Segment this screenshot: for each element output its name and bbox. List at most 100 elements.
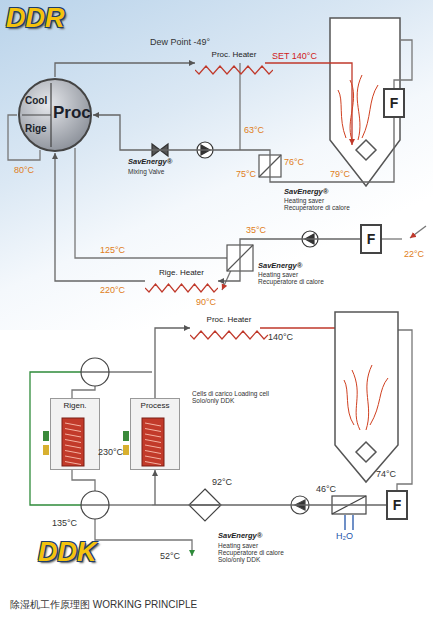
resistor-zigzag xyxy=(190,331,268,339)
drawing-stroke xyxy=(338,90,346,138)
annotation-label: 135°C xyxy=(52,519,77,529)
drawing-stroke xyxy=(335,312,398,482)
tower-box: Rigen. xyxy=(50,398,100,470)
drawing-stroke xyxy=(81,504,109,505)
drawing-stroke xyxy=(72,470,95,491)
air-duct xyxy=(155,328,190,398)
drawing-stroke xyxy=(95,519,192,556)
annotation-label: SavEnergy® xyxy=(258,262,302,270)
hot-air-waves-bottom xyxy=(344,365,388,430)
node-text: Proc. Heater xyxy=(190,315,268,324)
drawing-stroke xyxy=(382,238,402,239)
temperature-label: 79°C xyxy=(330,170,350,180)
heater-box: Proc. Heater xyxy=(190,315,268,341)
annotation-label: Heating saver Recuperatore di calore Sol… xyxy=(218,542,298,563)
node-text: Rige xyxy=(25,123,47,134)
annotation-label: Heating saver Recuperatore di calore xyxy=(258,271,338,285)
annotation-label: Mixing Valve xyxy=(128,168,164,175)
annotation-label: 46°C xyxy=(316,485,336,495)
drawing-stroke xyxy=(81,358,109,386)
node-text: Proc. Heater xyxy=(195,50,273,59)
drawing-stroke xyxy=(344,380,354,425)
node-text: Cool xyxy=(25,95,47,106)
drawing-stroke xyxy=(81,491,109,519)
drawing-stroke xyxy=(109,371,152,372)
annotation-label: 52°C xyxy=(160,552,180,562)
temperature-label: 76°C xyxy=(284,158,304,168)
resistor-symbol xyxy=(195,64,273,76)
annotation-label: SET 140°C xyxy=(272,52,317,62)
hot-air-waves xyxy=(338,75,378,140)
drawing-stroke xyxy=(362,85,378,138)
tower-box: Process xyxy=(130,398,180,470)
annotation-label: H₂O xyxy=(336,532,353,542)
annotation-label: SavEnergy® xyxy=(284,188,328,196)
model-title: DDK xyxy=(38,538,97,568)
resistor-zigzag xyxy=(195,66,273,74)
heater-box: Rige. Heater xyxy=(145,268,218,294)
heat-exchangers-top xyxy=(227,155,281,271)
drawing-stroke xyxy=(350,80,354,140)
annotation-label: Dew Point -49° xyxy=(150,38,210,48)
heater-box: Proc. Heater xyxy=(195,50,273,76)
loading-cell xyxy=(41,429,51,459)
valves-pump-bottom xyxy=(81,358,366,521)
drawing-stroke xyxy=(394,40,412,88)
node-text: F xyxy=(390,95,399,111)
drawing-stroke xyxy=(75,148,240,258)
drawing-stroke xyxy=(397,330,412,490)
model-title: DDR xyxy=(6,4,65,34)
drawing-stroke xyxy=(109,504,152,505)
filter-box: F xyxy=(383,88,405,118)
node-text: Rige. Heater xyxy=(145,268,218,277)
air-duct xyxy=(152,470,386,505)
drawing-stroke xyxy=(357,75,362,140)
annotation-label: Cells di carico Loading cell Solo/only D… xyxy=(192,390,272,404)
drawing-stroke xyxy=(352,370,360,430)
resistor-symbol xyxy=(190,329,268,341)
air-duct xyxy=(93,115,394,182)
annotation-label: 230°C xyxy=(98,448,123,458)
drawing-stroke xyxy=(410,226,426,238)
process-air-lines-top xyxy=(8,40,426,290)
annotation-label: SavEnergy® xyxy=(218,532,262,540)
node-text: F xyxy=(393,497,402,513)
heating-element xyxy=(61,417,85,467)
filter-box: F xyxy=(360,224,382,254)
heating-element xyxy=(141,417,165,467)
resistor-zigzag xyxy=(145,284,218,292)
resistor-symbol xyxy=(145,282,218,294)
drawing-stroke xyxy=(366,365,372,430)
temperature-label: 75°C xyxy=(236,170,256,180)
drawing-stroke xyxy=(345,515,353,530)
node-text: F xyxy=(367,231,376,247)
temperature-label: 220°C xyxy=(100,286,125,296)
drawing-stroke xyxy=(356,442,376,462)
air-duct xyxy=(55,63,195,77)
annotation-label: 74°C xyxy=(376,470,396,480)
drawing-stroke xyxy=(239,63,240,150)
drawing-stroke xyxy=(81,371,109,372)
filter-box: F xyxy=(386,490,408,520)
temperature-label: 80°C xyxy=(14,166,34,176)
node-text: Process xyxy=(131,399,179,410)
temperature-label: 63°C xyxy=(244,126,264,136)
temperature-label: 125°C xyxy=(100,246,125,256)
rotor-sectors xyxy=(22,83,51,147)
figure-caption: 除湿机工作原理图 WORKING PRINCIPLE xyxy=(10,598,197,612)
annotation-label: SavEnergy® xyxy=(128,158,172,166)
drawing-stroke xyxy=(356,140,376,160)
desiccant-rotor: CoolProcRige xyxy=(17,77,93,153)
hopper-bottom xyxy=(335,312,398,482)
temperature-label: 22°C xyxy=(404,250,424,260)
node-text: Proc xyxy=(53,103,91,123)
temperature-label: 35°C xyxy=(246,226,266,236)
drawing-stroke xyxy=(370,378,388,425)
temperature-label: 90°C xyxy=(196,298,216,308)
drawing-stroke xyxy=(265,63,352,145)
annotation-label: Heating saver Recuperatore di calore xyxy=(284,197,364,211)
annotation-label: 140°C xyxy=(268,333,293,343)
drawing-stroke xyxy=(72,386,95,398)
node-text: Rigen. xyxy=(51,399,99,410)
annotation-label: 92°C xyxy=(212,478,232,488)
